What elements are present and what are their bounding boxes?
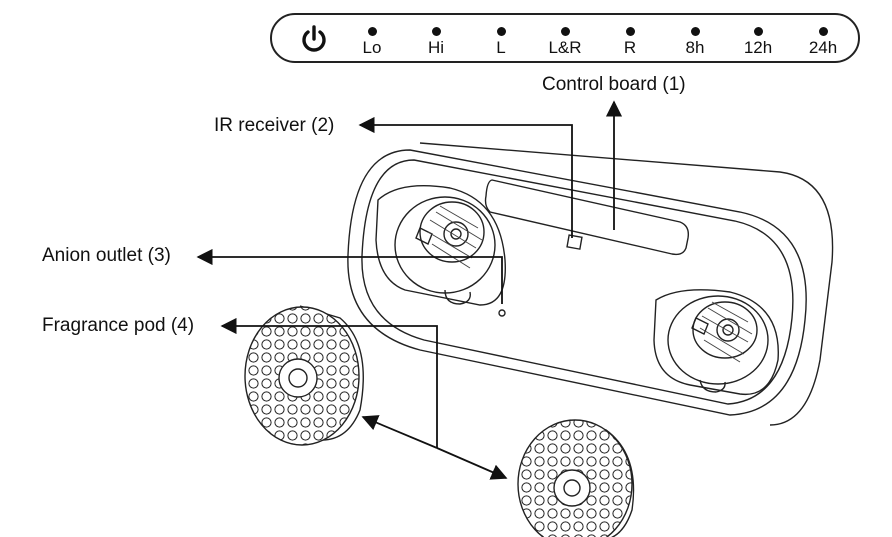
callout-control-board: Control board (1) xyxy=(542,74,686,95)
arrow-pod-link-a xyxy=(361,415,438,449)
button-label: Lo xyxy=(362,38,382,57)
arrow-fragrance-pod xyxy=(220,317,438,448)
button-r[interactable]: R xyxy=(608,27,652,58)
indicator-dot xyxy=(690,27,700,36)
button-l[interactable]: L xyxy=(479,27,523,58)
button-hi[interactable]: Hi xyxy=(414,27,458,58)
indicator-dot xyxy=(431,27,441,36)
fan-grille xyxy=(427,205,753,363)
fragrance-pod-1 xyxy=(244,305,364,446)
fragrance-pod-2 xyxy=(517,419,635,537)
arrow-anion-outlet xyxy=(196,248,503,304)
power-icon[interactable] xyxy=(300,25,328,53)
indicator-dot xyxy=(560,27,570,36)
button-label: 8h xyxy=(685,38,705,57)
indicator-dot xyxy=(367,27,377,36)
callout-anion-outlet: Anion outlet (3) xyxy=(42,245,171,266)
control-panel: Lo Hi L L&R R 8h 12h 24h xyxy=(270,13,860,63)
indicator-dot xyxy=(496,27,506,36)
button-12h[interactable]: 12h xyxy=(736,27,780,58)
button-label: L xyxy=(496,38,506,57)
button-label: 12h xyxy=(743,38,773,57)
indicator-dot xyxy=(753,27,763,36)
button-24h[interactable]: 24h xyxy=(801,27,845,58)
callout-ir-receiver: IR receiver (2) xyxy=(214,115,335,136)
arrow-pod-link-b xyxy=(436,447,508,480)
button-8h[interactable]: 8h xyxy=(673,27,717,58)
button-label: R xyxy=(623,38,637,57)
button-label: 24h xyxy=(808,38,838,57)
button-label: Hi xyxy=(427,38,445,57)
leader-lines xyxy=(196,100,623,480)
indicator-dot xyxy=(818,27,828,36)
callout-fragrance-pod: Fragrance pod (4) xyxy=(42,315,195,336)
button-label: L&R xyxy=(548,38,582,57)
device-body xyxy=(347,142,834,426)
indicator-dot xyxy=(625,27,635,36)
button-lo[interactable]: Lo xyxy=(350,27,394,58)
button-l-and-r[interactable]: L&R xyxy=(543,27,587,58)
arrow-ir-receiver xyxy=(358,116,573,238)
